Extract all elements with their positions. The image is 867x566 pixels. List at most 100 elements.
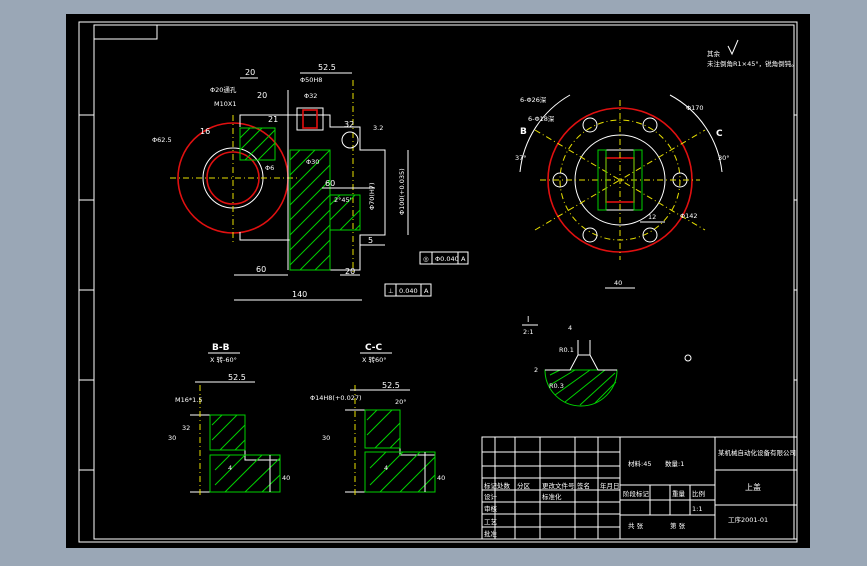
tb-row-2: 分区 bbox=[517, 481, 531, 490]
sec-b-4: 4 bbox=[228, 464, 232, 472]
detail-view[interactable]: I 2:1 R0.1 R0.3 4 2 bbox=[522, 315, 692, 407]
title-block[interactable]: 材料:45 数量:1 某机械自动化设备有限公司 上盖 工序2001-01 标记 … bbox=[481, 436, 798, 540]
tolerance-frame-2[interactable]: ⊥ 0.040 A bbox=[384, 283, 432, 297]
arc-dim-30 bbox=[669, 94, 723, 173]
tol2-ref: A bbox=[424, 287, 429, 295]
label-c: C bbox=[716, 129, 723, 139]
tb-ratio-val: 1:1 bbox=[692, 505, 702, 513]
label-dia142: Φ142 bbox=[680, 212, 698, 220]
tb-sheet-total: 共 张 bbox=[628, 521, 644, 530]
main-dim-lines bbox=[234, 72, 409, 301]
top-hatch bbox=[597, 149, 643, 211]
dim-60b: 60 bbox=[325, 179, 335, 188]
tb-row-3: 更改文件号 bbox=[542, 481, 575, 490]
section-b-hatch bbox=[209, 414, 281, 493]
sec-c-4: 4 bbox=[384, 464, 388, 472]
tol1-value: Φ0.040 bbox=[435, 255, 459, 263]
section-c-title: C-C bbox=[365, 343, 383, 353]
label-rough: 3.2 bbox=[373, 124, 383, 132]
note-line2: 未注倒角R1×45°，锐角倒钝。 bbox=[707, 59, 798, 68]
dim-20b: 20 bbox=[257, 91, 267, 100]
section-b-subtitle: X 转-60° bbox=[210, 355, 237, 364]
sec-b-m16: M16*1.5 bbox=[175, 396, 202, 404]
sec-b-32: 32 bbox=[182, 424, 190, 432]
dim-20c: 20 bbox=[345, 267, 355, 276]
tb-drawing-no: 工序2001-01 bbox=[728, 515, 768, 524]
dim-16: 16 bbox=[200, 127, 210, 136]
section-bb[interactable]: B-B X 转-60° 52.5 M16*1.5 30 32 4 40 bbox=[168, 343, 290, 495]
note-line1: 其余 bbox=[707, 49, 721, 58]
label-40: 40 bbox=[614, 279, 622, 287]
label-6-18: 6-Φ18深 bbox=[528, 114, 555, 123]
dim-52-5: 52.5 bbox=[318, 63, 336, 72]
main-side-hole bbox=[341, 131, 359, 149]
main-top-boss bbox=[296, 107, 324, 131]
label-dia170: Φ170 bbox=[686, 104, 704, 112]
tol2-value: 0.040 bbox=[399, 287, 418, 295]
detail-r01: R0.1 bbox=[559, 346, 574, 354]
main-view[interactable]: 20 52.5 20 60 60 140 20 5 16 21 32 Φ20通孔… bbox=[152, 63, 469, 301]
label-dia30: Φ30 bbox=[306, 158, 319, 166]
arc-dim-37 bbox=[519, 94, 571, 173]
outer-frame bbox=[78, 21, 798, 543]
tolerance-frame-1[interactable]: ◎ Φ0.040 A bbox=[419, 251, 469, 265]
sec-c-20: 20° bbox=[395, 398, 407, 406]
detail-profile bbox=[545, 354, 617, 371]
sec-c-dia14: Φ14H8(+0.027) bbox=[310, 394, 362, 402]
top-view[interactable]: 6-Φ26深 6-Φ18深 Φ170 Φ142 B C 37° 30° 40 1… bbox=[515, 94, 730, 289]
label-angle: 2°45' bbox=[334, 196, 352, 204]
detail-roughness-mark bbox=[684, 354, 692, 362]
dim-140: 140 bbox=[292, 290, 307, 299]
label-dia100: Φ100(+0.035) bbox=[398, 168, 406, 215]
main-inner-circle bbox=[206, 151, 260, 205]
section-b-title: B-B bbox=[212, 343, 230, 353]
dim-21: 21 bbox=[268, 115, 278, 124]
sec-c-52-5: 52.5 bbox=[382, 381, 400, 390]
frame-zone-ticks bbox=[79, 114, 797, 471]
detail-r03: R0.3 bbox=[549, 382, 564, 390]
roughness-symbol bbox=[727, 39, 739, 56]
tb-weight: 重量 bbox=[672, 490, 686, 498]
section-c-subtitle: X 转60° bbox=[362, 355, 387, 364]
label-dia32: Φ32 bbox=[304, 92, 317, 100]
tb-check: 审核 bbox=[484, 504, 498, 513]
tb-ratio: 比例 bbox=[692, 489, 705, 498]
tb-row-4: 签名 bbox=[577, 481, 590, 490]
tb-row-1: 处数 bbox=[497, 481, 511, 490]
tol1-ref: A bbox=[461, 255, 466, 263]
inner-frame bbox=[93, 24, 795, 540]
top-dim-lines bbox=[605, 221, 665, 289]
dim-5: 5 bbox=[368, 236, 373, 245]
paper-sheet bbox=[66, 14, 810, 548]
corner-box bbox=[93, 24, 158, 40]
detail-2: 2 bbox=[534, 366, 538, 374]
tb-design: 设计 bbox=[484, 492, 498, 501]
label-m10: M10X1 bbox=[214, 100, 236, 108]
detail-title: I bbox=[527, 315, 529, 324]
tb-stage: 阶段标记 bbox=[623, 489, 650, 498]
dim-20a: 20 bbox=[245, 68, 255, 77]
section-cc[interactable]: C-C X 转60° 52.5 Φ14H8(+0.027) 20° 30 4 4… bbox=[310, 343, 445, 495]
tb-company: 某机械自动化设备有限公司 bbox=[718, 448, 796, 457]
label-dia70: Φ70(H7) bbox=[368, 183, 376, 210]
tb-quantity: 数量:1 bbox=[665, 459, 684, 468]
sec-c-40: 40 bbox=[437, 474, 445, 482]
label-6-26: 6-Φ26深 bbox=[520, 95, 547, 104]
tb-part-name: 上盖 bbox=[745, 482, 761, 492]
title-grid bbox=[482, 437, 797, 539]
sec-b-40: 40 bbox=[282, 474, 290, 482]
detail-hatch-area bbox=[544, 369, 618, 407]
sec-b-30: 30 bbox=[168, 434, 176, 442]
dim-60a: 60 bbox=[256, 265, 266, 274]
technical-notes: 其余 未注倒角R1×45°，锐角倒钝。 bbox=[707, 39, 798, 68]
sec-b-52-5: 52.5 bbox=[228, 373, 246, 382]
label-30: 30° bbox=[718, 154, 730, 162]
tol1-symbol: ◎ bbox=[423, 255, 429, 263]
tb-craft: 工艺 bbox=[484, 518, 498, 526]
tb-sheet: 第 张 bbox=[670, 521, 686, 530]
label-dia6: Φ6 bbox=[265, 164, 274, 172]
tb-material: 材料:45 bbox=[628, 459, 651, 468]
tol2-symbol: ⊥ bbox=[388, 287, 394, 295]
main-top-hole bbox=[302, 109, 318, 129]
